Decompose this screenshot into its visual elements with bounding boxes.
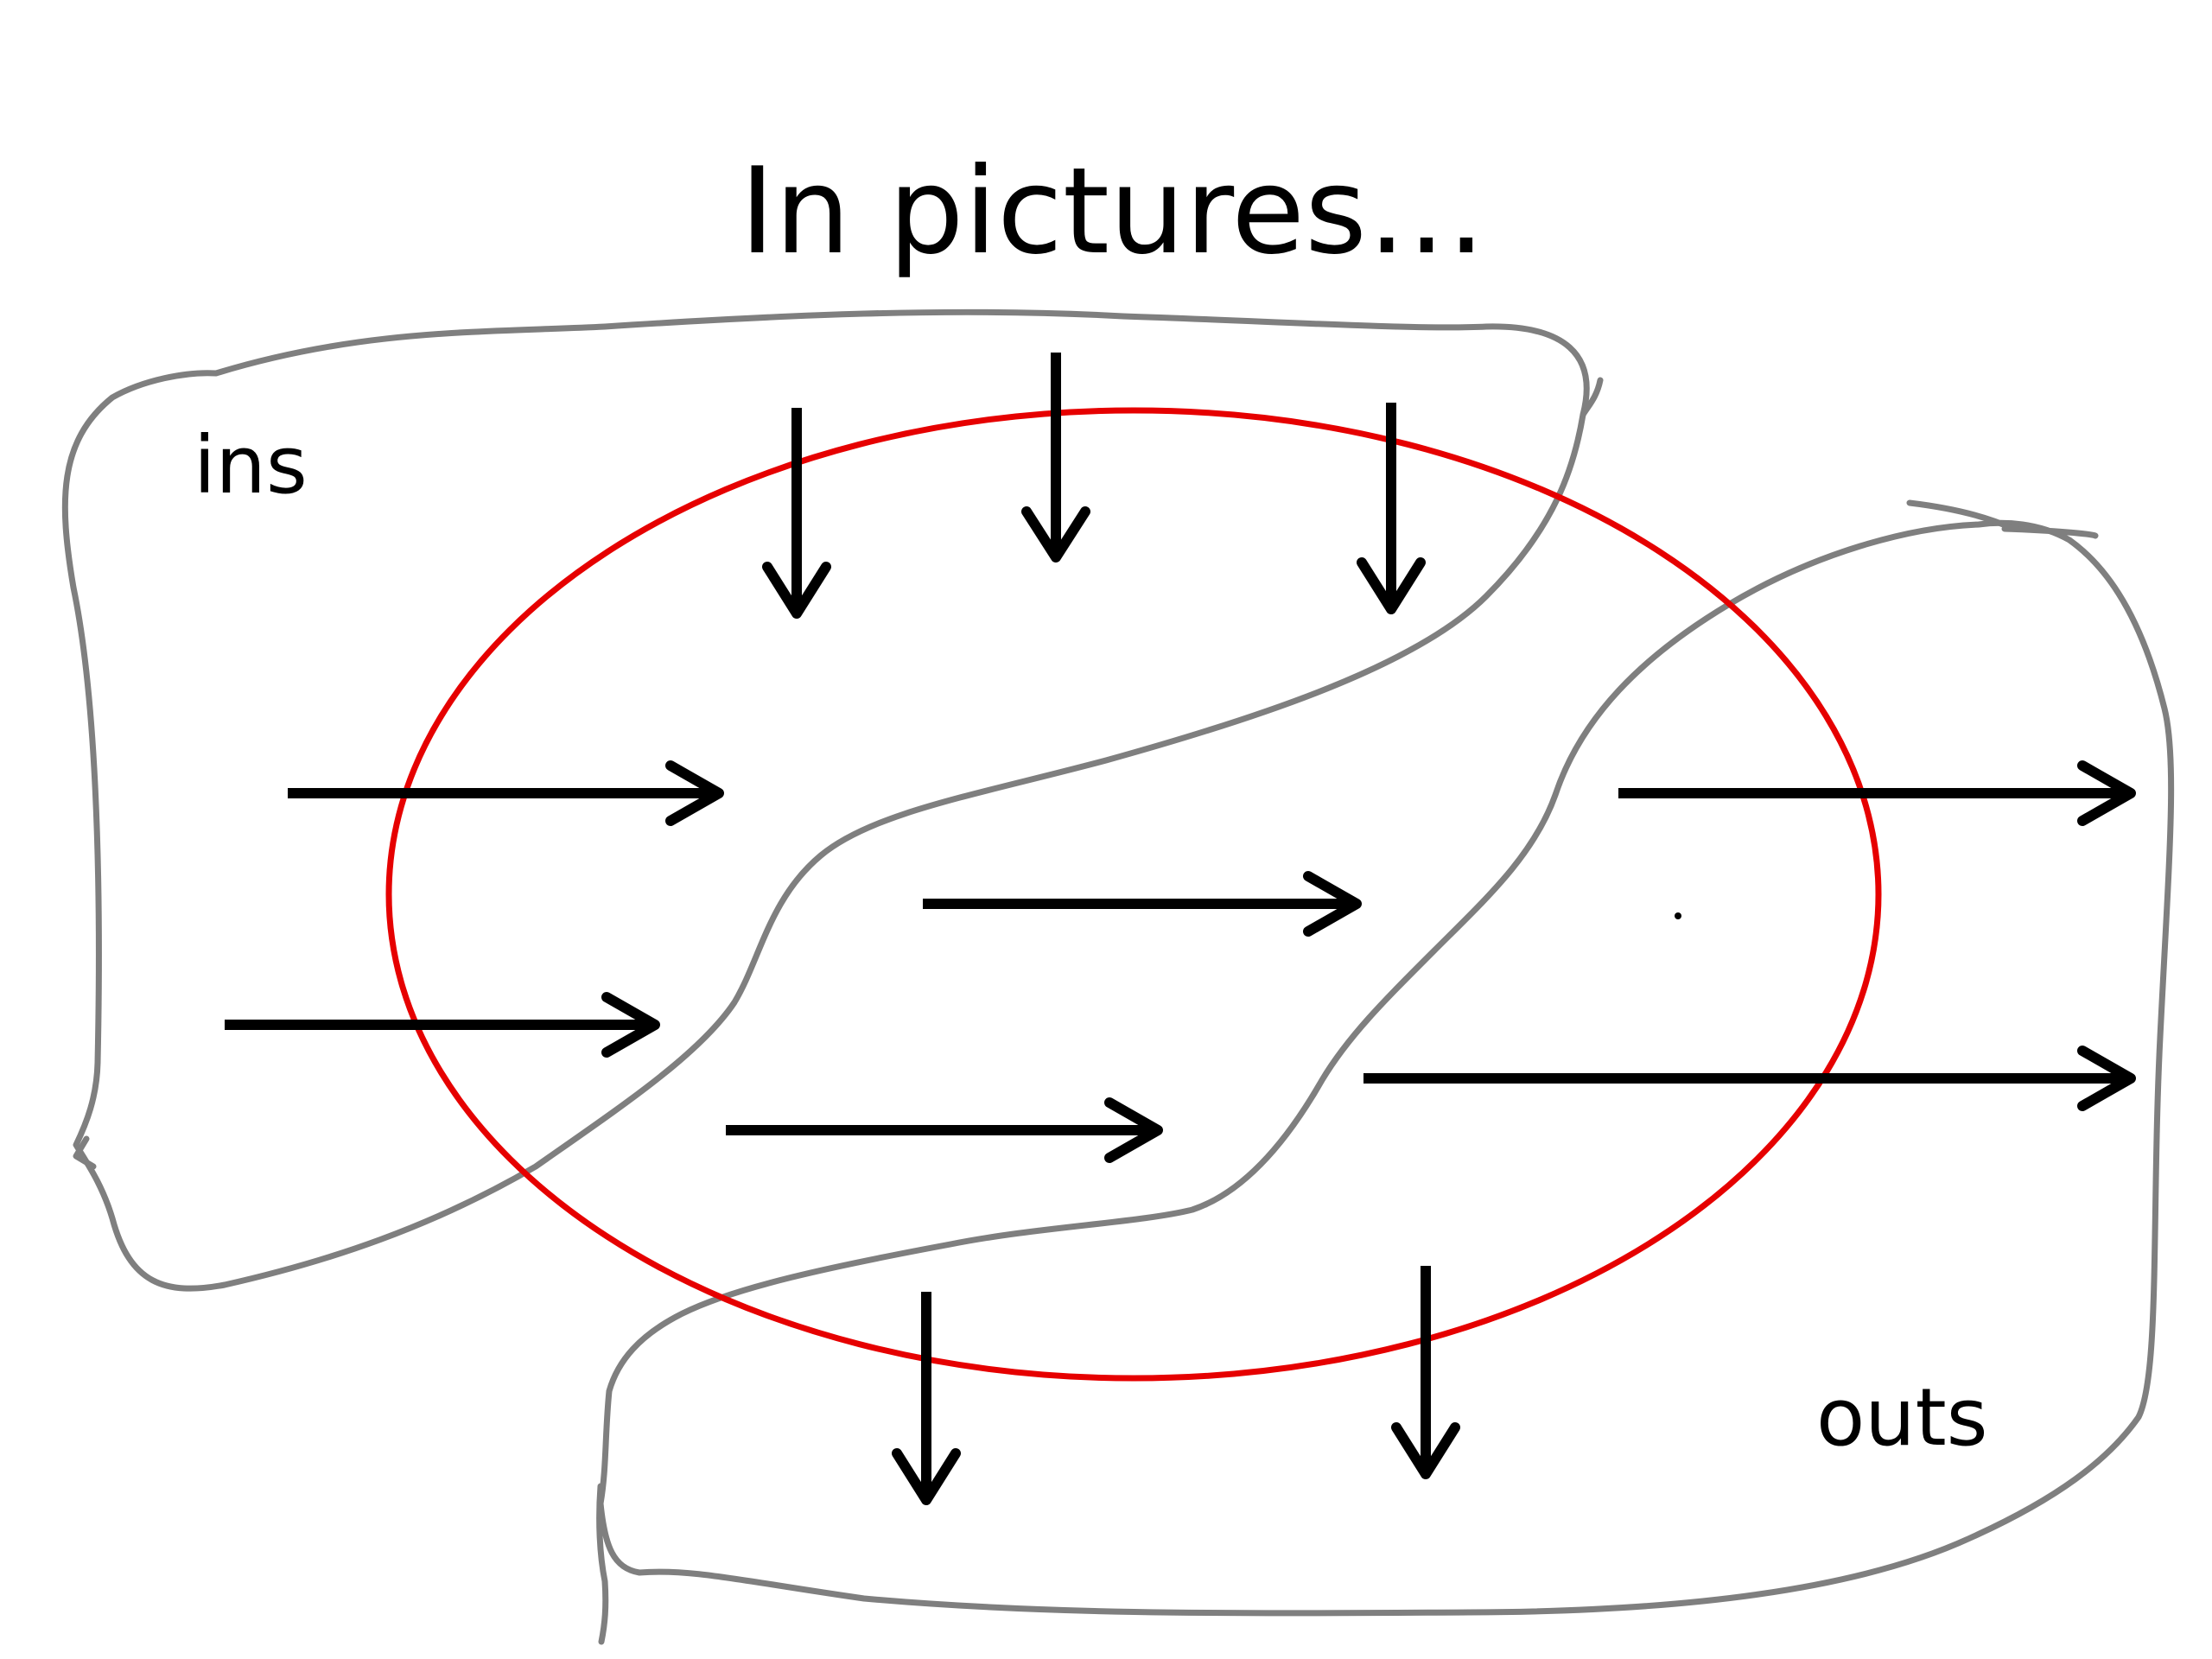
arrowhead-down: [1021, 506, 1090, 563]
arrowhead-down: [1391, 1422, 1460, 1479]
output-arrow-down-1: [892, 1292, 961, 1505]
slide-title: In pictures…: [740, 142, 1486, 281]
outs-label: outs: [1816, 1371, 1988, 1464]
flow-arrow-right-1: [288, 760, 724, 826]
arrowhead-right: [1104, 1097, 1163, 1163]
ins-region-pen-tail: [73, 377, 1604, 1170]
outs-region-pen-tail: [596, 499, 2099, 1645]
arrowhead-right: [2077, 1046, 2136, 1111]
arrowhead-down: [892, 1448, 961, 1505]
input-arrow-down-3: [1357, 403, 1426, 614]
input-arrow-down-1: [762, 408, 831, 619]
flow-arrow-right-4: [726, 1097, 1163, 1163]
output-arrow-down-2: [1391, 1266, 1460, 1479]
stray-dot: [1675, 912, 1681, 919]
arrowhead-right: [2077, 760, 2136, 826]
output-arrow-right-2: [1363, 1046, 2136, 1111]
ins-region-outline: [61, 308, 1590, 1292]
ins-label: ins: [194, 419, 308, 512]
input-arrow-down-2: [1021, 353, 1090, 563]
output-arrow-right-1: [1618, 760, 2136, 826]
flow-arrow-right-3: [923, 871, 1362, 937]
arrowhead-right: [601, 992, 660, 1058]
arrowhead-right: [665, 760, 724, 826]
system-boundary-ellipse: [385, 407, 1882, 1382]
arrowhead-down: [1357, 557, 1426, 614]
outs-region-outline: [597, 519, 2175, 1617]
arrowhead-right: [1303, 871, 1362, 937]
flow-arrow-right-2: [225, 992, 660, 1058]
arrowhead-down: [762, 562, 831, 619]
